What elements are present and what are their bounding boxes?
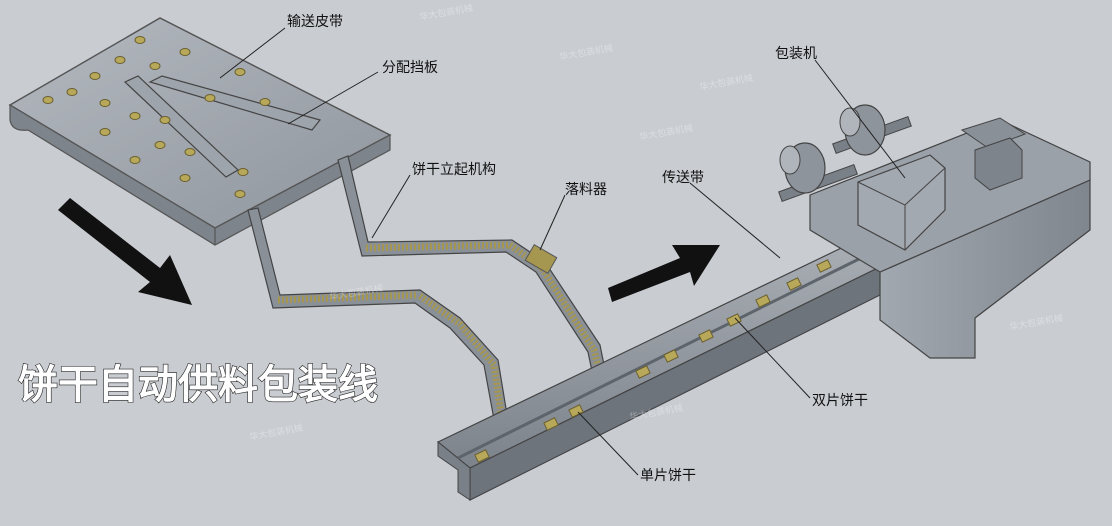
dropper — [524, 244, 558, 274]
flow-arrow-out — [608, 245, 720, 302]
conveyor-belt — [8, 17, 392, 246]
leader-lines — [219, 27, 906, 476]
transfer-belt — [436, 239, 892, 501]
flow-arrow-in — [58, 198, 192, 305]
svg-text:华大包装机械: 华大包装机械 — [638, 122, 693, 143]
biscuit-dots — [42, 36, 271, 198]
svg-text:华大包装机械: 华大包装机械 — [418, 2, 473, 23]
svg-text:华大包装机械: 华大包装机械 — [698, 72, 753, 93]
label-conveyor-belt: 输送皮带 — [287, 14, 343, 30]
label-single-biscuit: 单片饼干 — [640, 468, 696, 484]
label-double-biscuit: 双片饼干 — [812, 393, 868, 409]
label-dropper: 落料器 — [565, 182, 607, 198]
label-transfer-belt: 传送带 — [662, 170, 704, 186]
svg-text:华大包装机械: 华大包装机械 — [1008, 312, 1063, 333]
label-stand-mechanism: 饼干立起机构 — [412, 162, 496, 178]
svg-text:华大包装机械: 华大包装机械 — [248, 422, 303, 443]
divider-plate — [123, 75, 322, 178]
label-packaging-machine: 包装机 — [775, 46, 817, 62]
packaging-machine — [778, 104, 1091, 359]
label-divider-plate: 分配挡板 — [382, 60, 438, 76]
diagram-title: 饼干自动供料包装线 — [18, 361, 378, 408]
svg-text:华大包装机械: 华大包装机械 — [558, 42, 613, 63]
